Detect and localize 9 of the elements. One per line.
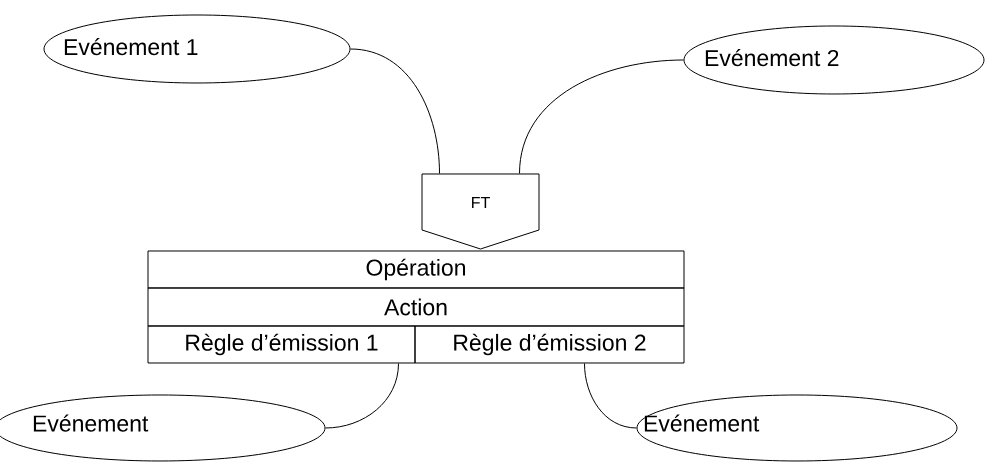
connector-line (519, 59, 684, 174)
connector-line (584, 363, 637, 429)
table-cell: Règle d’émission 2 (414, 325, 685, 364)
connector-line (325, 363, 399, 429)
table-cell: Action (147, 287, 685, 327)
table-cell: Règle d’émission 1 (147, 325, 416, 364)
table-cell: Opération (147, 250, 685, 289)
connector-line (350, 48, 440, 174)
pentagon-box: FT (421, 173, 540, 250)
